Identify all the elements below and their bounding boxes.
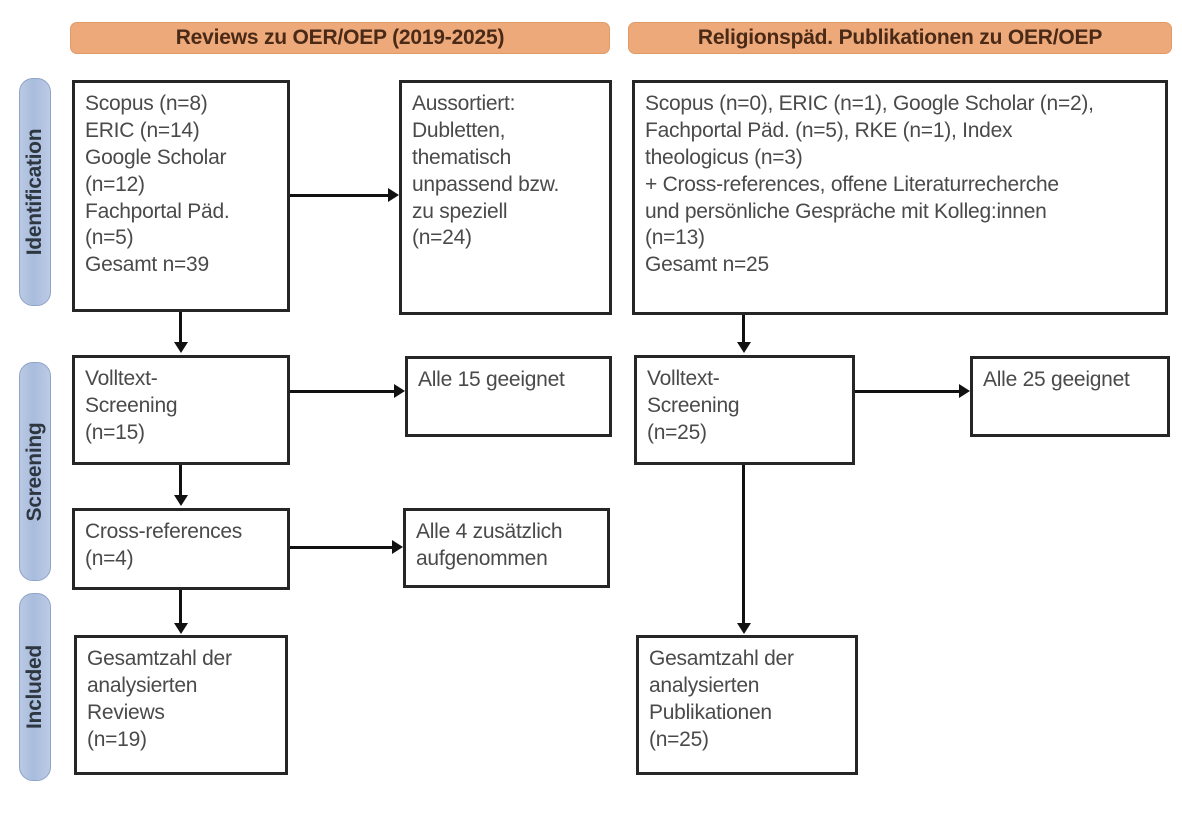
box-religionspaed-included-total: Gesamtzahl der analysierten Publikatione… <box>636 635 858 775</box>
connector-reviews-sources-to-excluded <box>290 194 388 197</box>
box-religionspaed-fulltext-result: Alle 25 geeignet <box>970 356 1170 437</box>
stage-label-screening: Screening <box>19 362 51 581</box>
stage-label-included: Included <box>19 593 51 781</box>
arrowhead-reviews-fulltext-to-crossrefs <box>174 495 188 506</box>
connector-religionspaed-fulltext-to-result <box>855 390 959 393</box>
box-religionspaed-identification-sources: Scopus (n=0), ERIC (n=1), Google Scholar… <box>632 80 1168 315</box>
stage-label-screening-text: Screening <box>23 422 46 521</box>
arrowhead-reviews-sources-to-fulltext <box>174 342 188 353</box>
stage-label-included-text: Included <box>23 645 46 729</box>
connector-reviews-fulltext-to-result <box>290 390 394 393</box>
box-reviews-included-total: Gesamtzahl der analysierten Reviews (n=1… <box>74 635 288 775</box>
box-religionspaed-fulltext-screening: Volltext- Screening (n=25) <box>634 355 855 465</box>
box-reviews-cross-references-result: Alle 4 zusätzlich aufgenommen <box>403 508 610 588</box>
box-reviews-excluded: Aussortiert: Dubletten, thematisch unpas… <box>399 80 612 315</box>
column-banner-reviews: Reviews zu OER/OEP (2019-2025) <box>70 22 610 54</box>
connector-religionspaed-fulltext-to-included <box>742 465 745 625</box>
stage-label-identification: Identification <box>19 78 51 306</box>
stage-label-identification-text: Identification <box>23 128 46 256</box>
arrowhead-reviews-sources-to-excluded <box>388 188 399 202</box>
arrowhead-reviews-fulltext-to-result <box>394 384 405 398</box>
connector-religionspaed-sources-to-fulltext <box>742 315 745 343</box>
box-reviews-fulltext-result: Alle 15 geeignet <box>405 356 612 437</box>
connector-reviews-fulltext-to-crossrefs <box>179 465 182 496</box>
box-reviews-cross-references: Cross-references (n=4) <box>72 508 290 590</box>
arrowhead-religionspaed-fulltext-to-result <box>959 384 970 398</box>
box-reviews-identification-sources: Scopus (n=8) ERIC (n=14) Google Scholar … <box>72 80 290 312</box>
connector-reviews-crossrefs-to-result <box>290 546 392 549</box>
arrowhead-religionspaed-fulltext-to-included <box>737 623 751 634</box>
arrowhead-religionspaed-sources-to-fulltext <box>737 342 751 353</box>
column-banner-religionspaed: Religionspäd. Publikationen zu OER/OEP <box>628 22 1172 54</box>
connector-reviews-sources-to-fulltext <box>179 312 182 343</box>
box-reviews-fulltext-screening: Volltext- Screening (n=15) <box>72 355 290 465</box>
connector-reviews-crossrefs-to-included <box>179 590 182 625</box>
arrowhead-reviews-crossrefs-to-result <box>392 540 403 554</box>
arrowhead-reviews-crossrefs-to-included <box>174 623 188 634</box>
